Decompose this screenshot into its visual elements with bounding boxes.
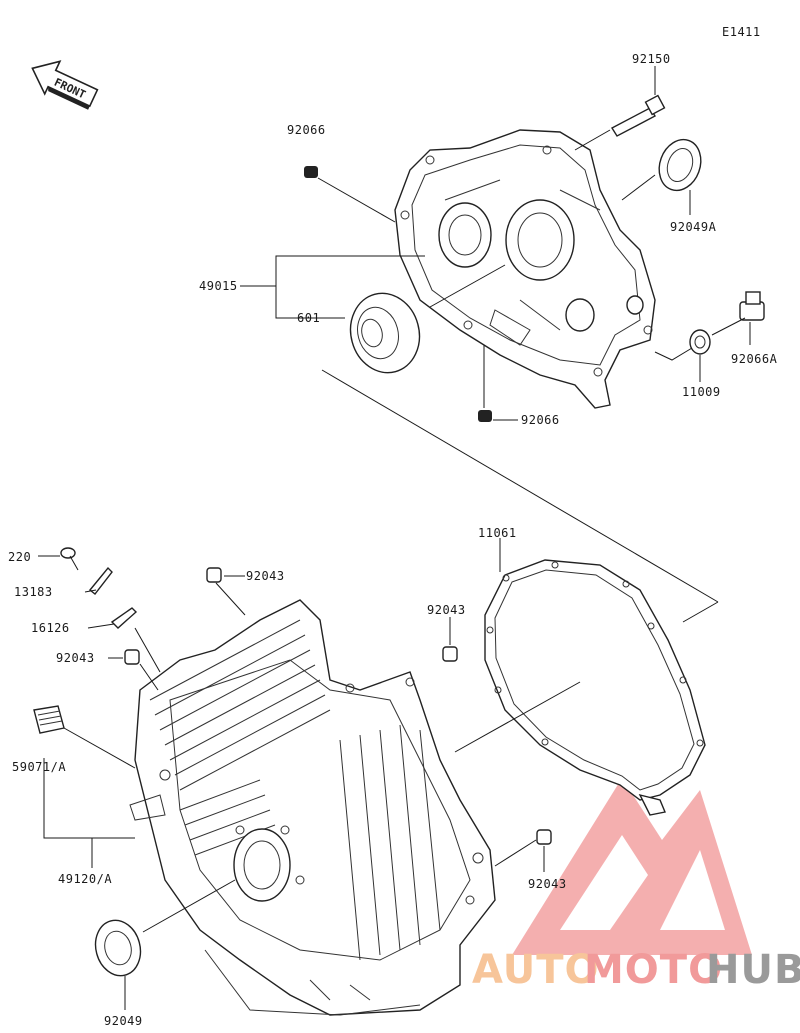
watermark-wordmark: AUTO MOTO HUB [472,947,800,993]
label-92043-c: 92043 [427,603,466,617]
part-labels: 92150 92066 92049A 49015 601 92066A 1100… [8,52,778,1028]
gasket-16126 [110,607,138,629]
bolt-92150 [611,94,666,137]
leader-lines-bottom [38,555,545,1010]
front-arrow-icon: FRONT [31,60,99,110]
screw-220 [60,547,79,571]
watermark-moto: MOTO [584,947,723,993]
label-49015: 49015 [199,279,238,293]
washer-11009 [689,329,711,355]
dowel-92043-d [536,829,552,845]
dowel-92043-c [442,646,458,662]
label-59071A: 59071/A [12,760,66,774]
bearing-601 [349,292,421,374]
watermark-hub: HUB [706,947,800,993]
label-16126: 16126 [31,621,70,635]
watermark-auto: AUTO [472,947,600,993]
label-92043-d: 92043 [528,877,567,891]
oil-seal-92049 [94,919,142,977]
breather-59071A [33,705,65,734]
label-11009: 11009 [682,385,721,399]
label-92150: 92150 [632,52,671,66]
oil-seal-92049A [658,138,702,192]
dowel-92066-bottom [478,410,492,422]
label-92043-b: 92043 [56,651,95,665]
label-92066-top: 92066 [287,123,326,137]
plug-92066A [739,291,765,321]
label-92049A: 92049A [670,220,717,234]
label-92066A: 92066A [731,352,778,366]
dowel-92043-b [124,649,140,665]
diagram-code: E1411 [722,25,761,39]
leader-gasket-crankcase [454,681,581,753]
label-220: 220 [8,550,31,564]
label-601: 601 [297,311,320,325]
label-11061: 11061 [478,526,517,540]
plate-13183 [89,566,113,595]
label-49120A: 49120/A [58,872,112,886]
dowel-92043-a [206,567,222,583]
label-92049: 92049 [104,1014,143,1028]
dowel-92066-top [304,166,318,178]
label-92043-a: 92043 [246,569,285,583]
leader-lines-top [240,66,751,623]
gasket-11061 [484,559,706,816]
crankcase-cover [394,129,656,409]
label-13183: 13183 [14,585,53,599]
label-92066-bottom: 92066 [521,413,560,427]
crankcase-body [129,599,496,1016]
watermark-logo-icon [512,778,752,955]
